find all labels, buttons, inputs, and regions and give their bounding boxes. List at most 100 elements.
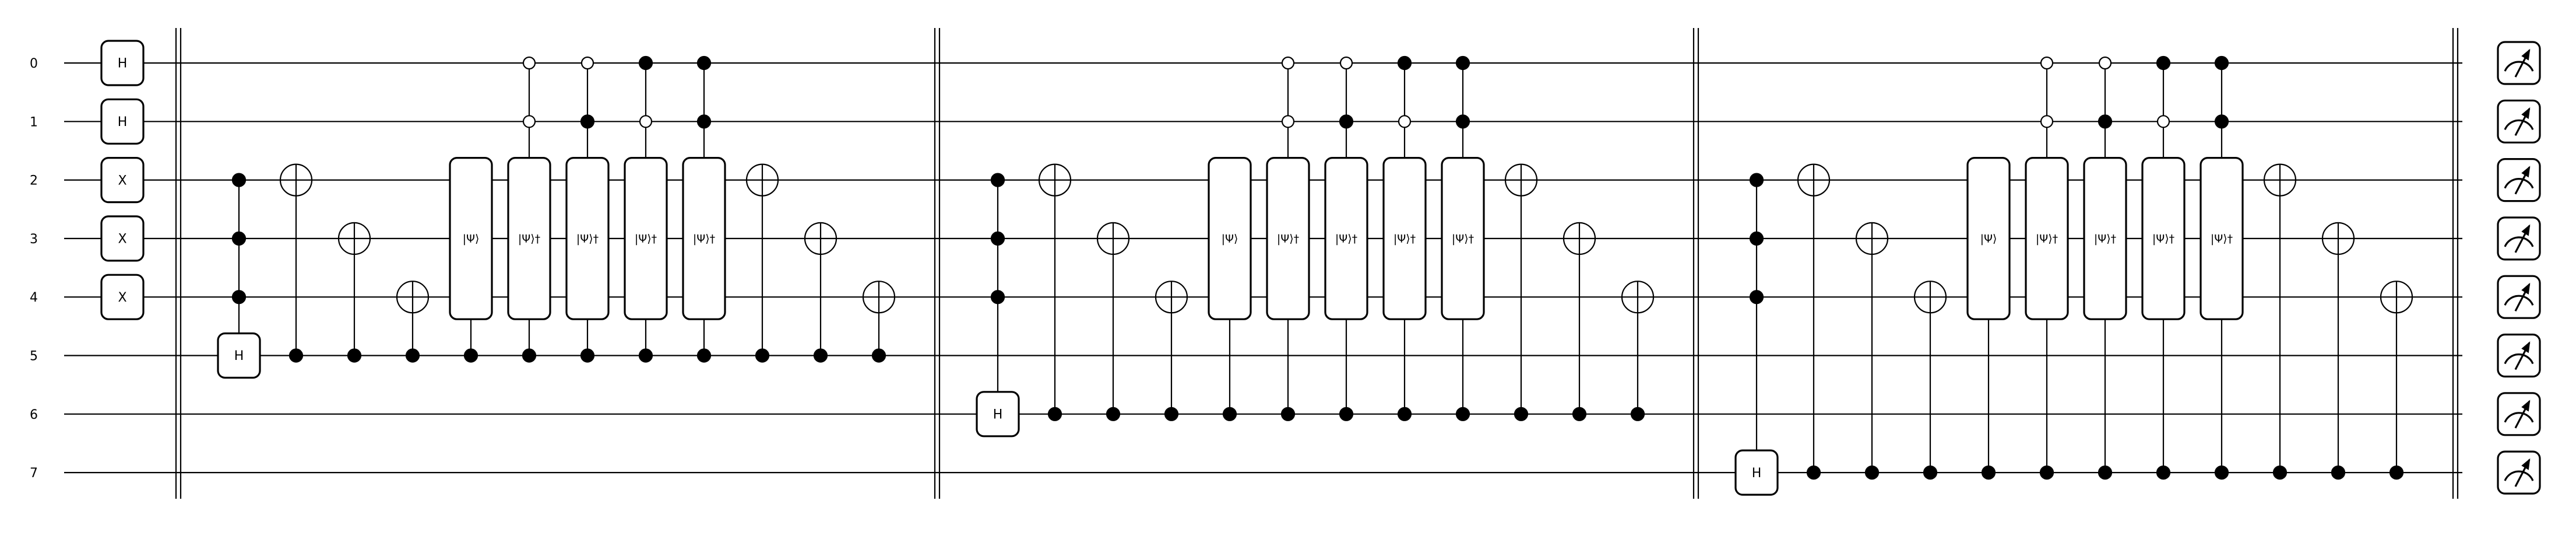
open-control-dot — [2040, 115, 2054, 128]
control-dot — [2214, 114, 2229, 129]
wire-label-3: 3 — [30, 232, 38, 247]
gate-x-wire-2-label: X — [118, 173, 126, 188]
control-dot — [231, 173, 247, 187]
control-dot — [2214, 55, 2229, 71]
gate-h-controlled-label: H — [993, 408, 1003, 422]
wire-label-7: 7 — [30, 466, 38, 481]
measurement-box — [2497, 41, 2541, 85]
gate-psi-label: |Ψ⟩ — [1222, 233, 1238, 246]
meter-icon — [2504, 353, 2534, 365]
control-dot — [2156, 55, 2171, 71]
meter-icon — [2504, 61, 2534, 72]
control-dot — [1749, 290, 1764, 304]
wire-label-6: 6 — [30, 408, 38, 422]
control-dot — [1339, 407, 1354, 421]
gate-h-controlled — [217, 332, 261, 379]
control-dot — [522, 348, 537, 363]
control-dot — [1806, 465, 1821, 480]
control-dot — [696, 114, 712, 129]
open-control-dot — [522, 56, 536, 70]
control-dot — [2098, 465, 2113, 480]
gate-psi_dag — [1382, 157, 1427, 320]
gate-h-wire-1-label: H — [118, 115, 128, 130]
control-dot — [2272, 465, 2288, 480]
meter-needle-arrow — [2521, 458, 2531, 470]
control-dot — [696, 348, 712, 363]
gate-psi-label: |Ψ⟩ — [463, 233, 480, 246]
control-dot — [347, 348, 362, 363]
meter-needle-arrow — [2521, 282, 2531, 295]
control-dot — [1047, 407, 1062, 421]
wire-label-1: 1 — [30, 115, 38, 130]
gate-psi_dag — [1441, 157, 1485, 320]
meter-icon — [2504, 178, 2534, 189]
gate-h-controlled-label: H — [1752, 466, 1762, 481]
control-dot — [1981, 465, 1996, 480]
gate-psi_dag-label: |Ψ⟩† — [1277, 233, 1299, 246]
open-control-dot — [1281, 115, 1295, 128]
control-dot — [2098, 114, 2113, 129]
control-dot — [1397, 407, 1412, 421]
ops-layer: HHXXXH|Ψ⟩|Ψ⟩†|Ψ⟩†|Ψ⟩†|Ψ⟩†H|Ψ⟩|Ψ⟩†|Ψ⟩†|Ψ⟩… — [100, 40, 2541, 496]
gate-psi_dag — [2083, 157, 2127, 320]
meter-needle-arrow — [2521, 341, 2531, 354]
control-dot — [463, 348, 478, 363]
control-dot — [1222, 407, 1237, 421]
gate-h-controlled — [1734, 449, 1779, 496]
gate-x-wire-4-label: X — [118, 290, 126, 305]
gate-x-wire-2 — [100, 157, 145, 204]
gate-psi_dag — [1324, 157, 1368, 320]
gate-psi_dag-label: |Ψ⟩† — [576, 233, 599, 246]
gate-h-wire-0 — [100, 40, 145, 86]
gate-psi_dag-label: |Ψ⟩† — [1393, 233, 1416, 246]
gate-x-wire-4 — [100, 274, 145, 320]
gate-psi_dag — [1266, 157, 1310, 320]
control-dot — [755, 348, 770, 363]
measurement-box — [2497, 158, 2541, 202]
control-dot — [231, 231, 247, 246]
gate-h-wire-1 — [100, 98, 145, 145]
gate-psi_dag-label: |Ψ⟩† — [693, 233, 715, 246]
gate-psi_dag — [624, 157, 668, 320]
gate-psi_dag — [2141, 157, 2186, 320]
gate-psi — [1208, 157, 1252, 320]
control-dot — [1164, 407, 1179, 421]
measurement-box — [2497, 450, 2541, 495]
control-dot — [1455, 114, 1470, 129]
open-control-dot — [1281, 56, 1295, 70]
gate-x-wire-3 — [100, 215, 145, 262]
control-dot — [1455, 55, 1470, 71]
control-dot — [1455, 407, 1470, 421]
gate-h-wire-0-label: H — [118, 57, 128, 71]
control-dot — [813, 348, 828, 363]
control-dot — [638, 55, 653, 71]
open-control-dot — [2156, 115, 2170, 128]
gate-psi — [1966, 157, 2011, 320]
measurement-box — [2497, 392, 2541, 436]
gate-h-controlled — [976, 391, 1020, 438]
control-dot — [1630, 407, 1645, 421]
control-dot — [1749, 173, 1764, 187]
control-dot — [405, 348, 420, 363]
meter-needle-arrow — [2521, 166, 2531, 178]
control-dot — [1514, 407, 1529, 421]
gate-psi-label: |Ψ⟩ — [1980, 233, 1997, 246]
open-control-dot — [2040, 56, 2054, 70]
control-dot — [580, 114, 595, 129]
gate-psi_dag — [682, 157, 726, 320]
wire-label-5: 5 — [30, 349, 38, 364]
gate-psi_dag-label: |Ψ⟩† — [518, 233, 540, 246]
control-dot — [2389, 465, 2404, 480]
gate-psi_dag — [507, 157, 551, 320]
control-dot — [2331, 465, 2346, 480]
control-dot — [1923, 465, 1938, 480]
gate-psi_dag — [2025, 157, 2069, 320]
gate-psi — [449, 157, 493, 320]
measurement-box — [2497, 216, 2541, 261]
wire-label-0: 0 — [30, 57, 38, 71]
control-dot — [638, 348, 653, 363]
control-dot — [1572, 407, 1587, 421]
